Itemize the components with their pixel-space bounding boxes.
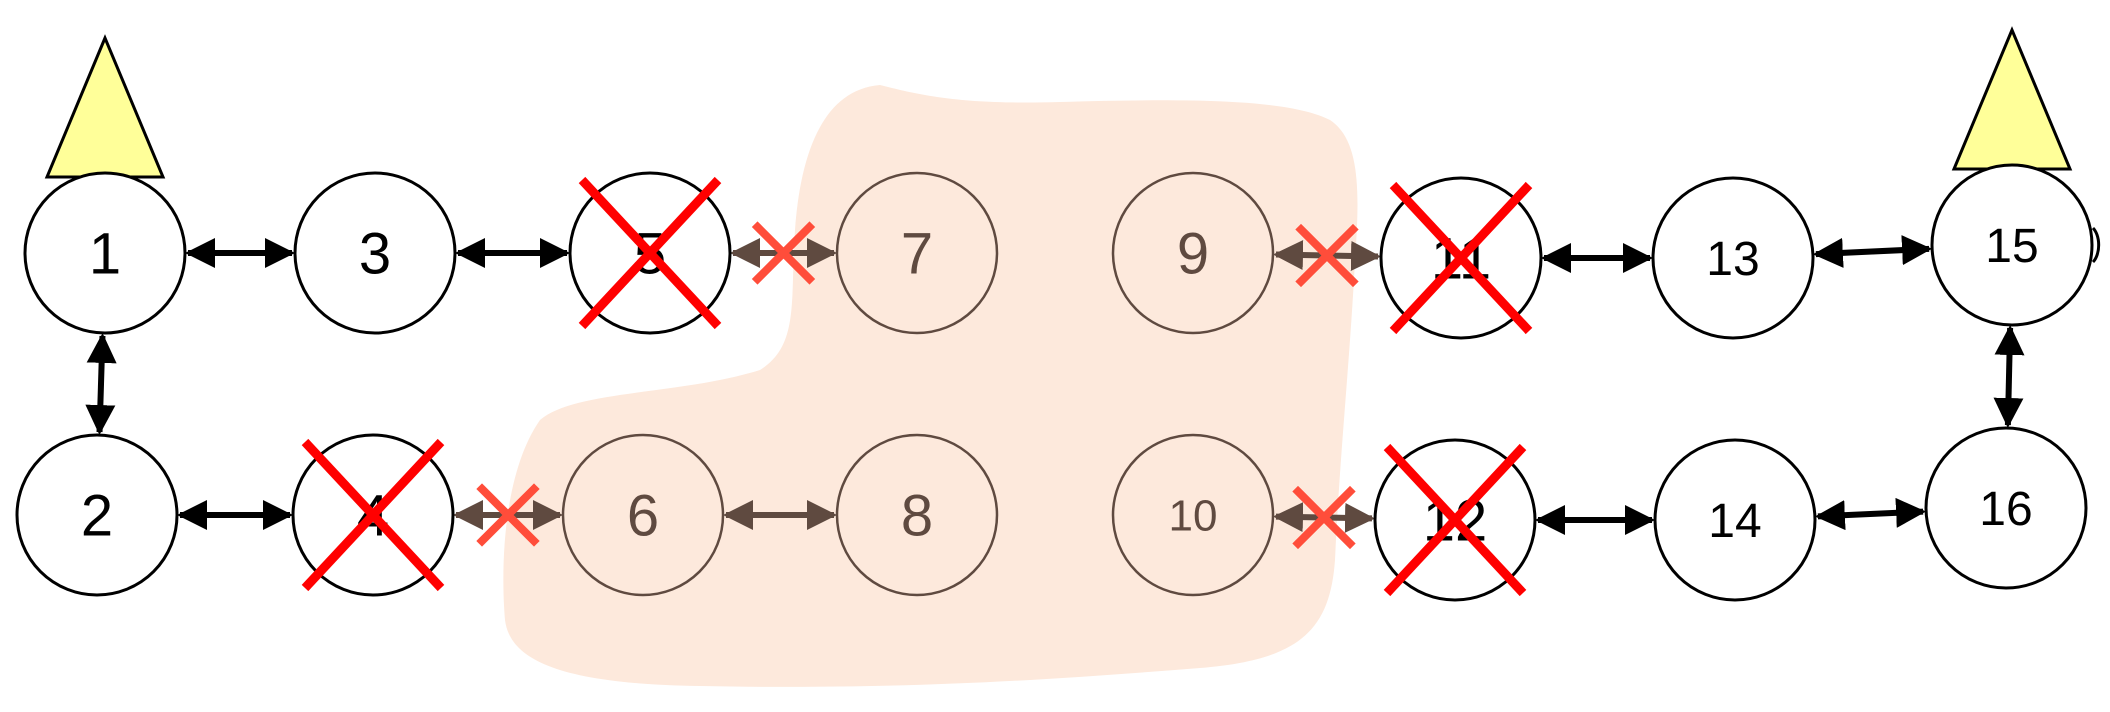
node-circle-2: [15, 433, 179, 597]
node-circle-6: [561, 433, 725, 597]
node-label-16: 16: [1979, 483, 2032, 536]
node-circle-7: [835, 171, 999, 335]
node-2: 2: [15, 433, 179, 597]
node-circle-14: [1653, 438, 1817, 602]
node-label-6: 6: [627, 483, 659, 548]
link-15-16: [1993, 324, 2025, 429]
node-7: 7: [835, 171, 999, 335]
node-6: 6: [561, 433, 725, 597]
node-8: 8: [835, 433, 999, 597]
broken-link-mark-4-6: [476, 483, 540, 547]
marks-layer: [301, 176, 1533, 597]
node-label-3: 3: [359, 221, 391, 286]
node-circle-3: [293, 171, 457, 335]
node-circle-16: [1924, 426, 2088, 590]
node-circle-1: [23, 171, 187, 335]
node-label-13: 13: [1706, 233, 1759, 286]
broken-link-mark-5-7: [751, 221, 816, 285]
node-circle-9: [1111, 171, 1275, 335]
links-layer: [85, 235, 2025, 535]
node-circle-13: [1651, 176, 1815, 340]
node-label-7: 7: [901, 221, 933, 286]
node-label-10: 10: [1169, 491, 1218, 540]
source-triangle-1: [44, 34, 166, 179]
failure-mark-5: [578, 176, 722, 330]
failure-mark-4: [301, 438, 445, 592]
node-10: 10: [1111, 433, 1275, 597]
failure-mark-11: [1389, 181, 1533, 335]
link-14-16: [1814, 497, 1927, 531]
node-1: 1: [23, 34, 187, 335]
node-circle-10: [1111, 433, 1275, 597]
node-15: 15: [1930, 26, 2094, 327]
broken-link-mark-9-11: [1295, 223, 1359, 288]
node-16: 16: [1924, 426, 2088, 590]
source-triangle-15: [1951, 26, 2073, 171]
node-3: 3: [293, 171, 457, 335]
node-label-1: 1: [89, 221, 121, 286]
node-9: 9: [1111, 171, 1275, 335]
node-14: 14: [1653, 438, 1817, 602]
node-13: 13: [1651, 176, 1815, 340]
node-label-2: 2: [81, 483, 113, 548]
node-label-14: 14: [1708, 495, 1761, 548]
link-1-2: [85, 332, 117, 436]
node-circle-8: [835, 433, 999, 597]
failure-mark-12: [1383, 443, 1527, 597]
node-label-15: 15: [1985, 220, 2038, 273]
node-label-8: 8: [901, 483, 933, 548]
node-label-9: 9: [1177, 221, 1209, 286]
broken-link-mark-10-12: [1292, 485, 1356, 550]
link-13-15: [1812, 235, 1933, 268]
edge-fragment: [2091, 226, 2101, 264]
isolated-region: [503, 85, 1358, 687]
node-circle-15: [1930, 163, 2094, 327]
